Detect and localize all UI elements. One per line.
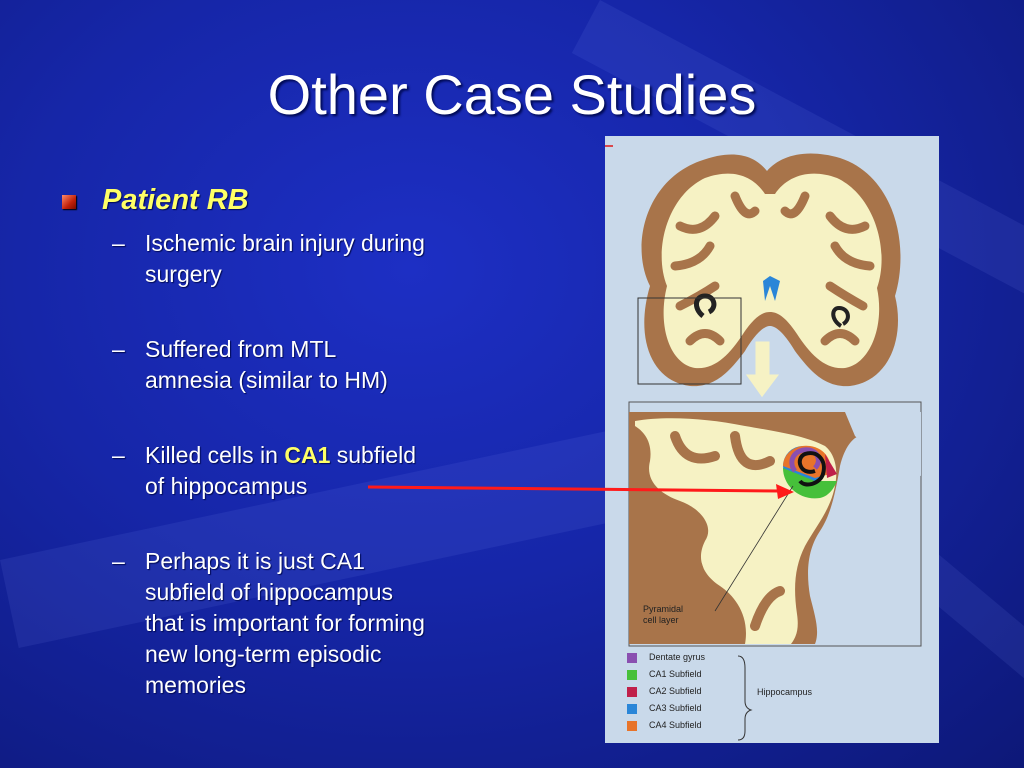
pyramidal-label-line: Pyramidal (643, 604, 684, 614)
bullet-square-icon (62, 195, 76, 209)
text-segment: subfield (330, 442, 417, 468)
sub-bullet-line: Perhaps it is just CA1 (145, 548, 365, 574)
sub-bullet-line: surgery (145, 261, 222, 287)
sub-bullet-line: memories (145, 672, 246, 698)
legend-label: Dentate gyrus (649, 652, 706, 662)
sub-bullet-line: subfield of hippocampus (145, 579, 394, 605)
sub-bullet-line: Ischemic brain injury during (145, 230, 425, 256)
swatch-ca4 (627, 721, 637, 731)
sub-bullet-line: that is important for forming (145, 610, 425, 636)
dash-icon: – (112, 230, 125, 256)
highlight-ca1: CA1 (284, 442, 331, 468)
enlarged-hippocampus-view (628, 401, 922, 647)
swatch-ca3 (627, 704, 637, 714)
sub-bullet-line: amnesia (similar to HM) (145, 367, 388, 393)
coronal-brain-section (641, 153, 901, 387)
dash-icon: – (112, 442, 125, 468)
text-segment: Killed cells in (145, 442, 285, 468)
brain-illustration (605, 145, 922, 741)
pyramidal-pointer-line (714, 485, 794, 612)
sub-bullet-line: Killed cells in CA1 subfield (145, 440, 505, 471)
hippocampus-label: Hippocampus (757, 687, 813, 697)
bullet-heading: Patient RB (102, 184, 249, 216)
sub-bullet: – Perhaps it is just CA1 subfield of hip… (112, 546, 512, 706)
legend-label: CA1 Subfield (649, 669, 702, 679)
hippocampus-bracket (737, 655, 753, 741)
sub-bullet: – Suffered from MTL amnesia (similar to … (112, 334, 512, 398)
legend-label: CA3 Subfield (649, 703, 702, 713)
swatch-ca1 (627, 670, 637, 680)
sub-bullet-line: Suffered from MTL (145, 336, 337, 362)
pyramidal-label-line: cell layer (643, 615, 679, 625)
inset-box (637, 297, 742, 385)
sub-bullet: – Killed cells in CA1 subfield of hippoc… (112, 440, 512, 504)
legend-label: CA2 Subfield (649, 686, 702, 696)
dash-icon: – (112, 548, 125, 574)
brain-figure: Pyramidal cell layer Dentate gyrus CA1 S… (605, 136, 939, 743)
sub-bullet: – Ischemic brain injury during surgery (112, 228, 512, 292)
swatch-dentate-gyrus (627, 653, 637, 663)
dash-icon: – (112, 336, 125, 362)
swatch-ca2 (627, 687, 637, 697)
legend-label: CA4 Subfield (649, 720, 702, 730)
slide-title: Other Case Studies (267, 63, 757, 126)
down-arrow-icon (744, 340, 781, 399)
sub-bullet-line: new long-term episodic (145, 641, 382, 667)
pyramidal-label: Pyramidal cell layer (643, 604, 683, 626)
sub-bullet-line: of hippocampus (145, 473, 308, 499)
